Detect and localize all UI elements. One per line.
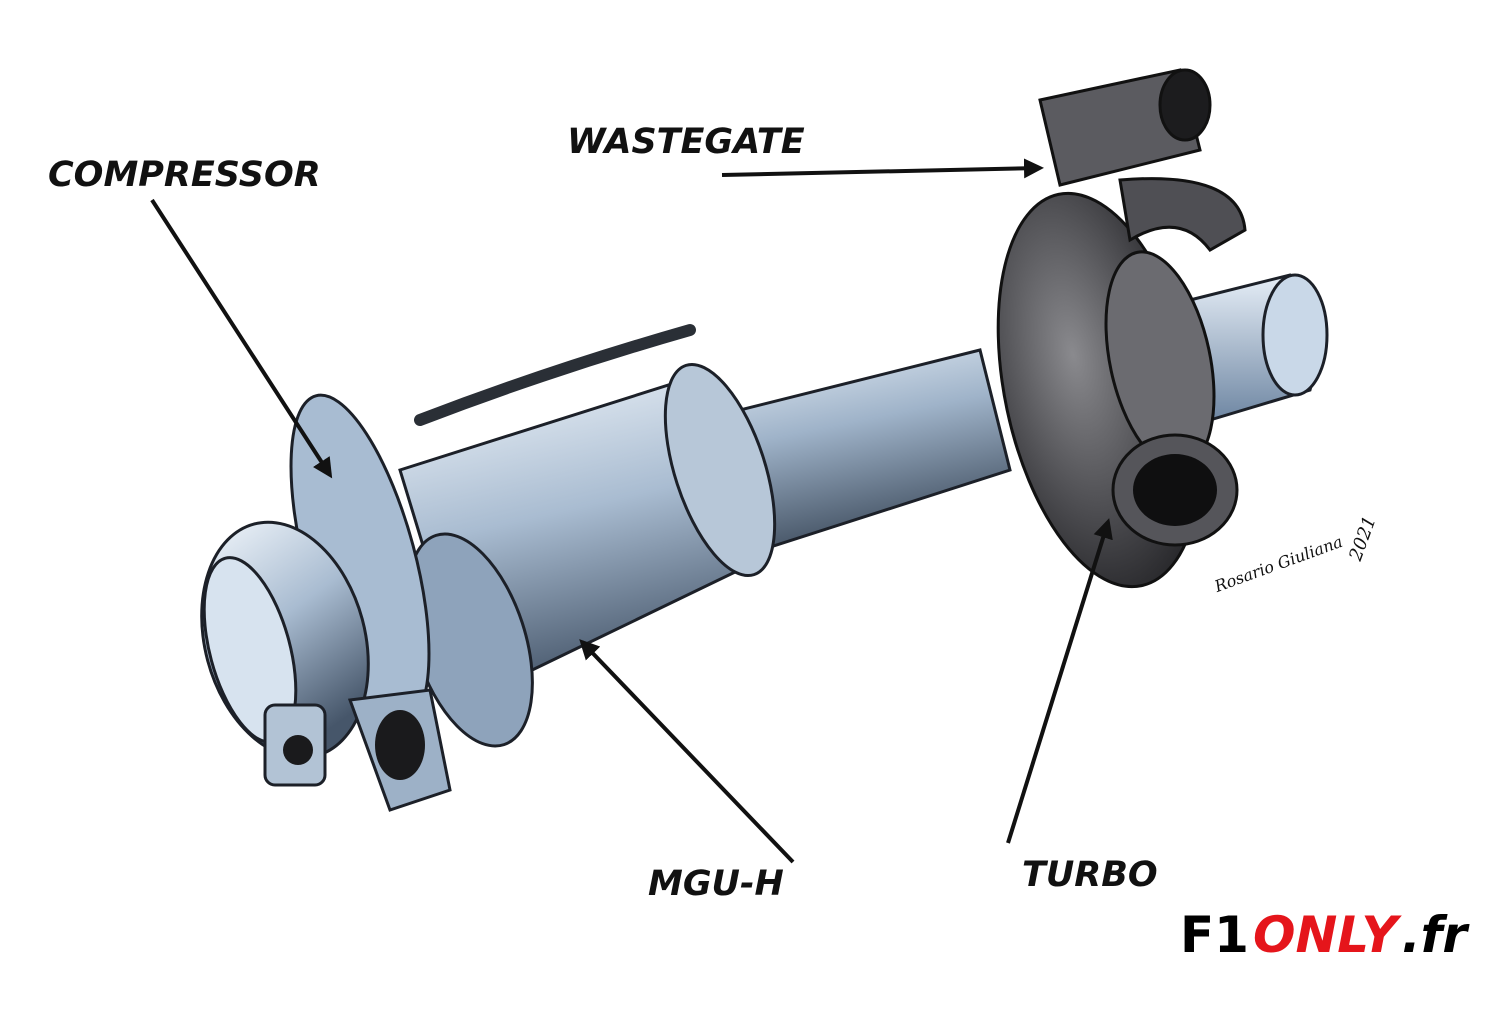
label-arrows (150, 158, 1113, 864)
mgu-h-housing (398, 324, 777, 748)
label-turbo: TURBO (1022, 855, 1158, 895)
turbine-housing (996, 68, 1329, 589)
wastegate-arrow (721, 158, 1044, 179)
mgu-h-arrow (579, 639, 795, 864)
turbo-arrow (1006, 518, 1113, 844)
logo-fr: .fr (1401, 906, 1467, 964)
label-mgu-h: MGU-H (648, 864, 784, 904)
compressor-housing (200, 393, 452, 812)
logo-f1: F1 (1180, 906, 1249, 964)
compressor-arrow (150, 198, 333, 479)
label-compressor: COMPRESSOR (48, 155, 321, 195)
logo-only: ONLY (1252, 906, 1398, 964)
label-wastegate: WASTEGATE (567, 122, 805, 162)
f1only-logo: F1 ONLY .fr (1180, 905, 1467, 965)
